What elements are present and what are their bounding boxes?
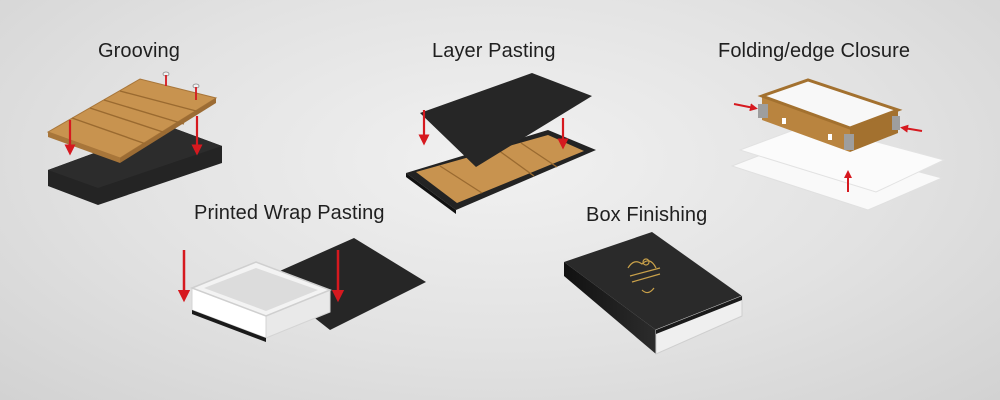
step-title-box-finishing: Box Finishing [586,204,708,226]
layer-pasting-illustration [406,73,596,214]
cardboard-inset [416,135,584,203]
groove-line-4 [119,90,201,113]
groove-line [497,149,535,177]
cardboard-panel-edge-right [120,98,216,163]
step-title-grooving: Grooving [98,40,180,62]
box-top-face [564,232,742,330]
arrow-right-icon [733,103,758,112]
folding-edge-closure-illustration [730,78,946,211]
groove-line-3 [103,99,185,125]
white-sheet-upper [738,123,946,193]
black-base-board-edge [406,173,456,214]
grooving-illustration [46,71,222,205]
tray-hole [828,134,832,140]
step-title-printed-wrap-pasting: Printed Wrap Pasting [194,202,385,224]
corner-tape [892,116,900,130]
tray-hole [782,118,786,124]
groove-line [520,142,558,168]
arrow-left-icon [900,124,923,133]
black-top-sheet [420,73,592,167]
white-tray-interior [204,268,318,311]
groove-line [439,165,483,194]
printed-wrap-pasting-illustration [177,238,426,342]
pushpin-icon [162,71,170,86]
box-front-face [564,262,656,354]
black-base-board-top [48,126,222,188]
corner-tape [844,134,854,150]
corner-tape [758,104,768,118]
groove-line-2 [89,107,167,134]
tray-bottom-edge [192,310,266,342]
step-title-folding-edge-closure: Folding/edge Closure [718,40,911,62]
box-end-black-trim [656,296,742,334]
groove-line-1 [71,117,147,145]
tray-right-wall [850,110,898,152]
pushpin-icon [192,83,200,100]
tray-interior [762,80,898,128]
step-title-layer-pasting: Layer Pasting [432,40,556,62]
cardboard-panel-edge-left [48,132,120,163]
gold-foil-logo [627,258,661,294]
box-finishing-illustration [564,232,743,355]
tray-rim [757,78,903,130]
